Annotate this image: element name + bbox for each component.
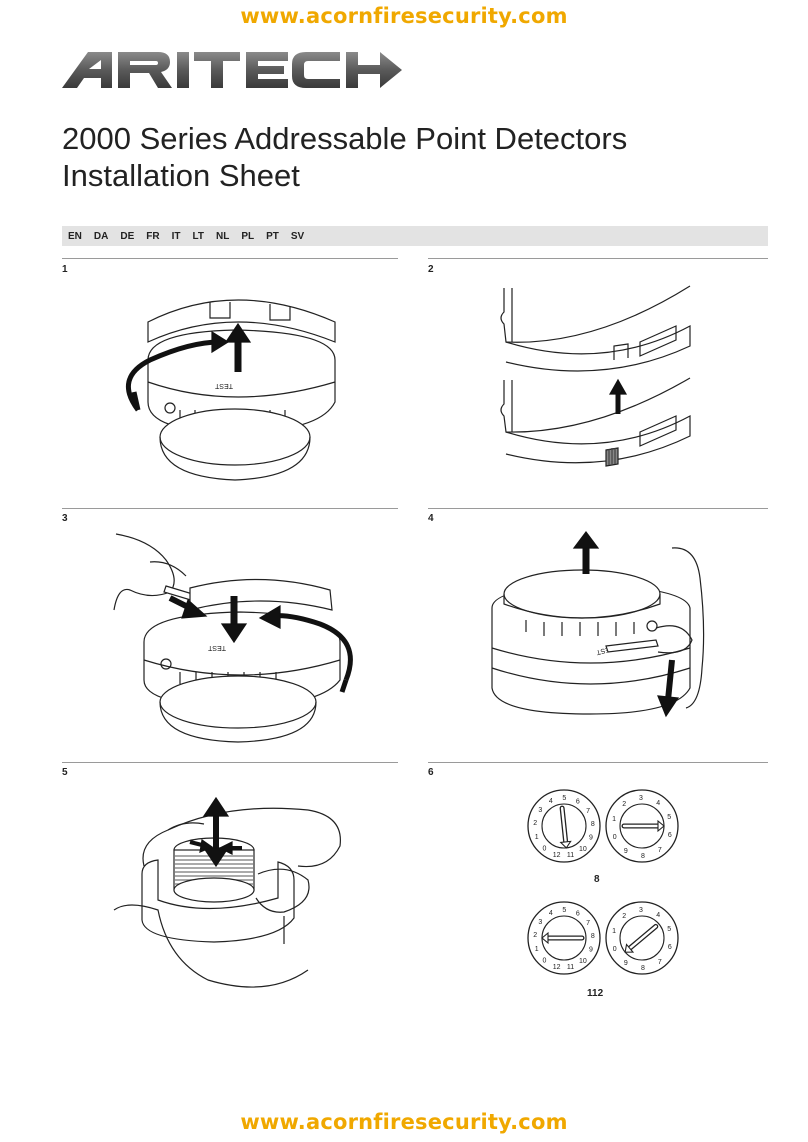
dial-digit: 0 [613, 834, 617, 841]
address-dial-units-a[interactable]: 0 1 2 3 45 6 7 8 9 [605, 789, 679, 863]
figure-1-illustration: TEST [120, 282, 350, 487]
dial-digit: 1 [612, 816, 616, 823]
dial-digit: 12 [553, 964, 561, 971]
lang-de[interactable]: DE [120, 230, 135, 242]
figure-1-test-label: TEST [214, 382, 233, 389]
divider-fig6 [428, 762, 768, 763]
dial-digit: 8 [641, 853, 645, 860]
dial-digit: 10 [579, 958, 587, 965]
dial-digit: 5 [562, 795, 566, 802]
dial-digit: 3 [639, 795, 643, 802]
dial-digit: 3 [639, 907, 643, 914]
figure-2-illustration [494, 282, 704, 487]
lang-pt[interactable]: PT [266, 230, 279, 242]
figure-5-illustration [108, 790, 348, 1005]
dial-digit: 2 [533, 820, 537, 827]
dial-digit: 8 [591, 821, 595, 828]
figure-4-test-label: TEST [595, 644, 615, 656]
dial-digit: 1 [535, 834, 539, 841]
address-dial-units-b[interactable]: 0 1 2 3 45 6 7 8 9 [605, 901, 679, 975]
dial-pointer [559, 805, 572, 849]
figure-number-6: 6 [428, 767, 434, 778]
title-line-1: 2000 Series Addressable Point Detectors [62, 121, 628, 156]
dial-digit: 0 [613, 946, 617, 953]
aritech-logo [62, 50, 402, 95]
divider-fig2 [428, 258, 768, 259]
dial-digit: 3 [538, 807, 542, 814]
document-title: 2000 Series Addressable Point Detectors … [62, 120, 627, 194]
figure-3-illustration: TEST [110, 530, 360, 750]
divider-fig3 [62, 508, 398, 509]
dial-digit: 7 [586, 808, 590, 815]
dial-pointer [621, 819, 665, 833]
dial-digit: 5 [667, 814, 671, 821]
figure-number-5: 5 [62, 767, 68, 778]
dial-digit: 6 [576, 911, 580, 918]
figure-number-2: 2 [428, 264, 434, 275]
dial-digit: 2 [622, 801, 626, 808]
dial-digit: 2 [622, 913, 626, 920]
dial-digit: 9 [624, 960, 628, 967]
lang-it[interactable]: IT [171, 230, 181, 242]
figure-4-illustration: TEST [486, 528, 716, 753]
figure-6-caption-b: 112 [587, 988, 604, 999]
dial-digit: 5 [562, 907, 566, 914]
dial-digit: 4 [656, 912, 660, 919]
figure-number-1: 1 [62, 264, 68, 275]
lang-nl[interactable]: NL [215, 230, 230, 242]
dial-digit: 10 [579, 846, 587, 853]
aritech-logo-graphic [62, 52, 402, 88]
dial-digit: 9 [624, 848, 628, 855]
lang-fr[interactable]: FR [146, 230, 160, 242]
dial-digit: 2 [533, 932, 537, 939]
dial-digit: 9 [589, 947, 593, 954]
dial-digit: 9 [589, 835, 593, 842]
dial-digit: 1 [535, 946, 539, 953]
divider-fig1 [62, 258, 398, 259]
dial-pointer [624, 923, 659, 953]
dial-digit: 8 [591, 933, 595, 940]
title-line-2: Installation Sheet [62, 158, 300, 193]
dial-digit: 8 [641, 965, 645, 972]
dial-digit: 4 [549, 910, 553, 917]
dial-digit: 0 [543, 957, 547, 964]
dial-digit: 11 [567, 852, 574, 859]
figure-3-test-label: TEST [207, 644, 226, 651]
lang-sv[interactable]: SV [290, 230, 305, 242]
dial-digit: 6 [668, 832, 672, 839]
figure-number-3: 3 [62, 513, 68, 524]
lang-en[interactable]: EN [68, 230, 82, 242]
website-url-top[interactable]: www.acornfiresecurity.com [240, 4, 568, 28]
language-bar: EN DA DE FR IT LT NL PL PT SV [62, 226, 768, 246]
dial-digit: 11 [567, 964, 574, 971]
figure-number-4: 4 [428, 513, 434, 524]
dial-digit: 7 [658, 847, 662, 854]
dial-digit: 4 [549, 798, 553, 805]
dial-digit: 6 [668, 944, 672, 951]
lang-lt[interactable]: LT [192, 230, 204, 242]
website-url-bottom[interactable]: www.acornfiresecurity.com [240, 1110, 568, 1134]
lang-da[interactable]: DA [93, 230, 109, 242]
dial-digit: 3 [538, 919, 542, 926]
lang-pl[interactable]: PL [241, 230, 255, 242]
dial-pointer [541, 931, 585, 945]
figure-6-caption-a: 8 [594, 874, 600, 885]
dial-digit: 1 [612, 928, 616, 935]
divider-fig5 [62, 762, 398, 763]
dial-digit: 7 [586, 920, 590, 927]
dial-digit: 6 [576, 799, 580, 806]
dial-digit: 7 [658, 959, 662, 966]
dial-digit: 12 [553, 852, 561, 859]
divider-fig4 [428, 508, 768, 509]
dial-digit: 4 [656, 800, 660, 807]
dial-digit: 5 [667, 926, 671, 933]
dial-digit: 0 [543, 845, 547, 852]
